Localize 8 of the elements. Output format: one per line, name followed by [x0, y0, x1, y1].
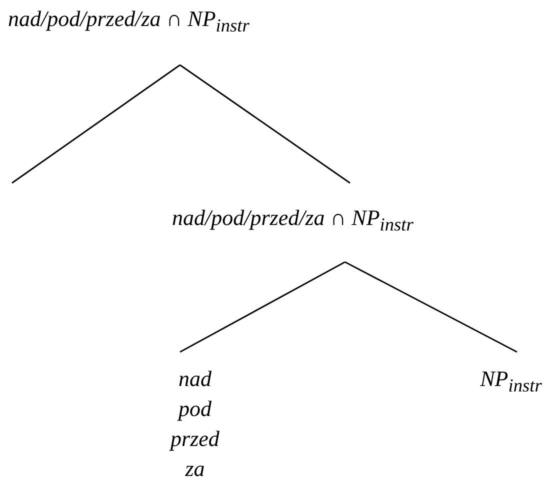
tree-node-label: nad pod przed za	[170, 365, 220, 483]
tree-node-label: nad/pod/przed/za ∩ NP$_{instr}$	[172, 204, 414, 236]
tree-branch-line	[180, 261, 346, 353]
tree-branch-line	[180, 64, 350, 184]
tree-node-label: NP$_{instr}$	[479, 365, 543, 398]
tree-branch-line	[12, 64, 180, 184]
tree-node-label: nad/pod/przed/za ∩ NP$_{instr}$	[8, 5, 250, 38]
tree-branch-line	[344, 261, 518, 353]
